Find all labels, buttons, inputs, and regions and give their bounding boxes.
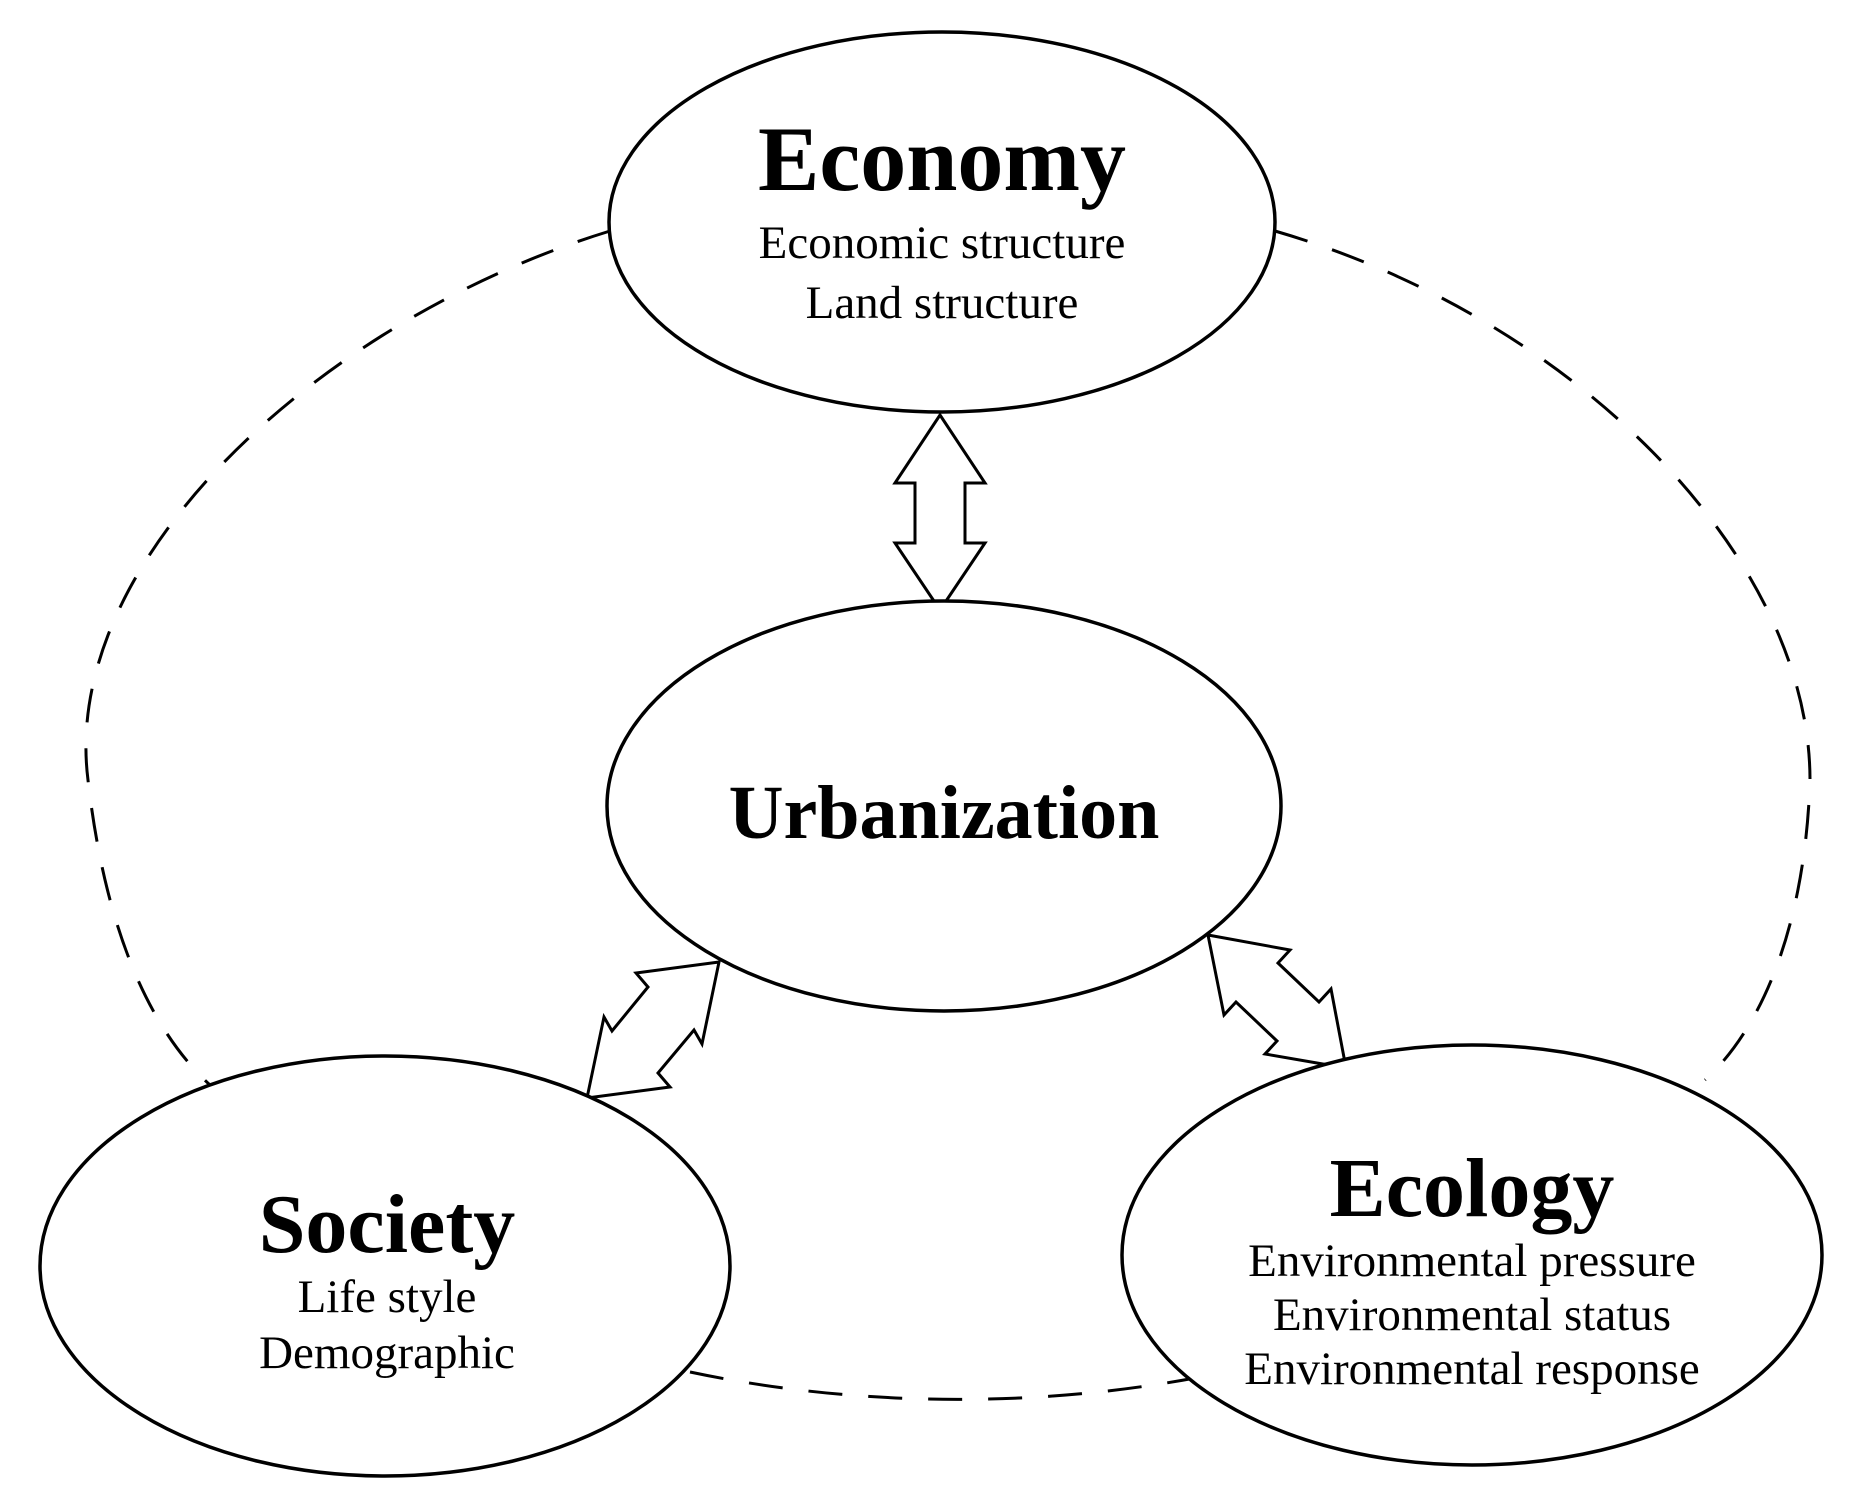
economy-urbanization-double-arrow (892, 412, 988, 613)
ecology-urbanization-double-arrow (1206, 933, 1348, 1070)
urbanization-ellipse (605, 599, 1283, 1013)
economy-item: Economic structure (759, 217, 1126, 269)
society-ellipse (38, 1054, 732, 1478)
urbanization-node: Urbanization (605, 599, 1283, 1013)
society-node: Society Life style Demographic (38, 1054, 732, 1478)
dashed-ring-connector (84, 229, 611, 1087)
dashed-ring-connector (1274, 229, 1812, 1082)
economy-ellipse (607, 30, 1277, 414)
economy-title: Economy (758, 108, 1126, 210)
society-urbanization-double-arrow (585, 960, 721, 1100)
ecology-node: Ecology Environmental pressure Environme… (1120, 1043, 1824, 1467)
ecology-item: Environmental response (1244, 1343, 1700, 1395)
urbanization-title: Urbanization (729, 771, 1160, 855)
society-title: Society (259, 1178, 516, 1271)
dashed-ring-connector (689, 1370, 1196, 1401)
society-item: Life style (298, 1271, 477, 1323)
ecology-title: Ecology (1330, 1142, 1615, 1235)
economy-node: Economy Economic structure Land structur… (607, 30, 1277, 414)
ecology-ellipse (1120, 1043, 1824, 1467)
economy-item: Land structure (806, 277, 1079, 329)
society-item: Demographic (259, 1327, 515, 1379)
ecology-item: Environmental pressure (1248, 1235, 1696, 1287)
ecology-item: Environmental status (1273, 1289, 1671, 1341)
